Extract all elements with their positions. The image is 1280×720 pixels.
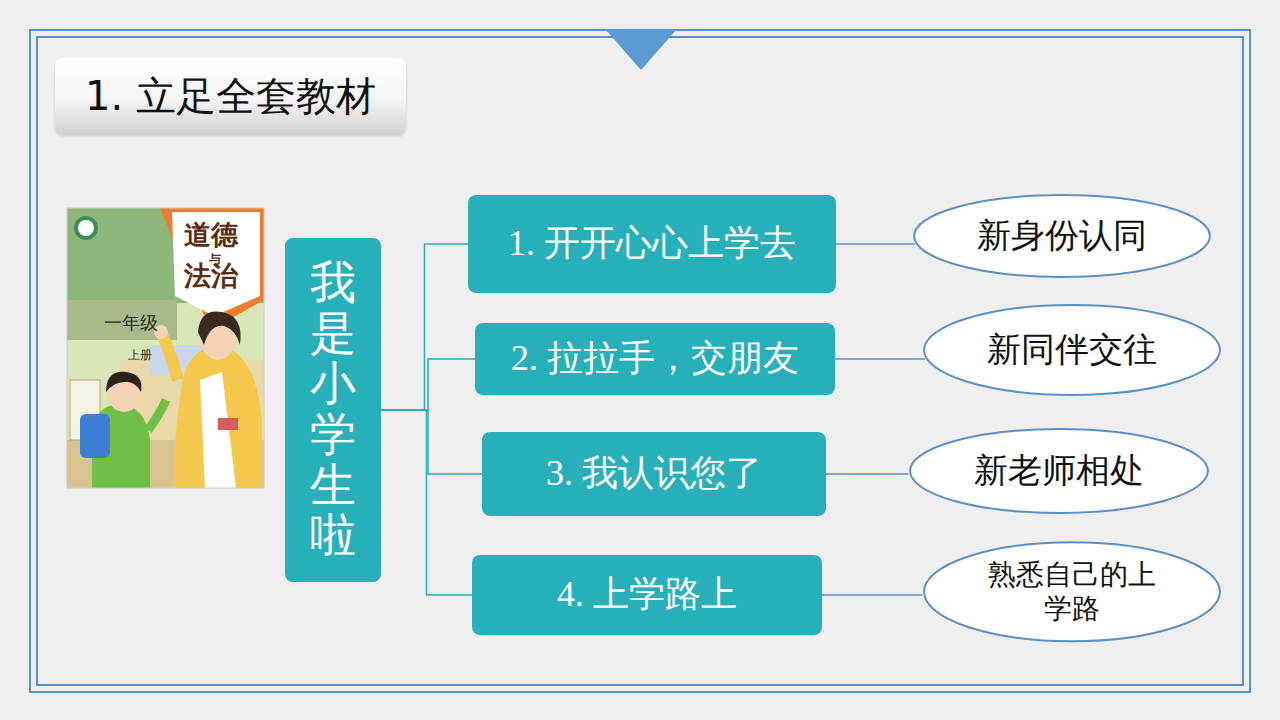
connector-line	[381, 410, 472, 595]
goal-ellipse: 熟悉自己的上 学路	[922, 541, 1222, 642]
box-text: 我是小学生啦	[310, 258, 356, 562]
cover-text: 法治	[184, 263, 238, 290]
lesson-box: 3. 我认识您了	[482, 432, 826, 516]
lesson-box: 4. 上学路上	[472, 555, 822, 635]
ellipse-text: 熟悉自己的上 学路	[977, 558, 1167, 625]
box-text: 4. 上学路上	[557, 573, 737, 616]
connector-line	[381, 359, 475, 410]
title-text: 1. 立足全套教材	[85, 69, 376, 124]
goal-ellipse: 新身份认同	[912, 194, 1212, 278]
ellipse-text: 新同伴交往	[987, 330, 1157, 371]
box-text: 2. 拉拉手，交朋友	[511, 337, 799, 380]
ellipse-shape	[924, 543, 1220, 642]
ellipse-outline	[922, 541, 1222, 642]
cover-text: 上册	[128, 349, 152, 361]
ellipse-shape	[924, 305, 1220, 395]
connector-line	[381, 244, 468, 410]
ellipse-text: 新身份认同	[977, 216, 1147, 257]
connector-line	[381, 410, 482, 474]
ellipse-shape	[914, 195, 1210, 277]
title-box: 1. 立足全套教材	[55, 58, 406, 134]
box-text: 1. 开开心心上学去	[508, 222, 796, 265]
connector-line	[835, 358, 925, 360]
inner-frame	[37, 37, 1243, 685]
connector-line	[822, 594, 922, 596]
lesson-box: 2. 拉拉手，交朋友	[475, 323, 835, 395]
cover-text: 道德	[184, 222, 238, 249]
goal-ellipse: 新同伴交往	[922, 304, 1222, 396]
unit-box: 我是小学生啦	[285, 238, 381, 582]
connector-line	[826, 473, 908, 475]
lesson-box: 1. 开开心心上学去	[468, 195, 836, 293]
cover-text: 一年级	[104, 314, 158, 332]
connector-line	[836, 243, 915, 245]
goal-ellipse: 新老师相处	[908, 428, 1210, 514]
ellipse-text: 新老师相处	[974, 451, 1144, 492]
book-cover	[67, 208, 264, 488]
top-triangle	[606, 30, 676, 70]
box-text: 3. 我认识您了	[546, 452, 762, 495]
outer-frame	[30, 30, 1250, 692]
ellipse-shape	[910, 429, 1208, 513]
